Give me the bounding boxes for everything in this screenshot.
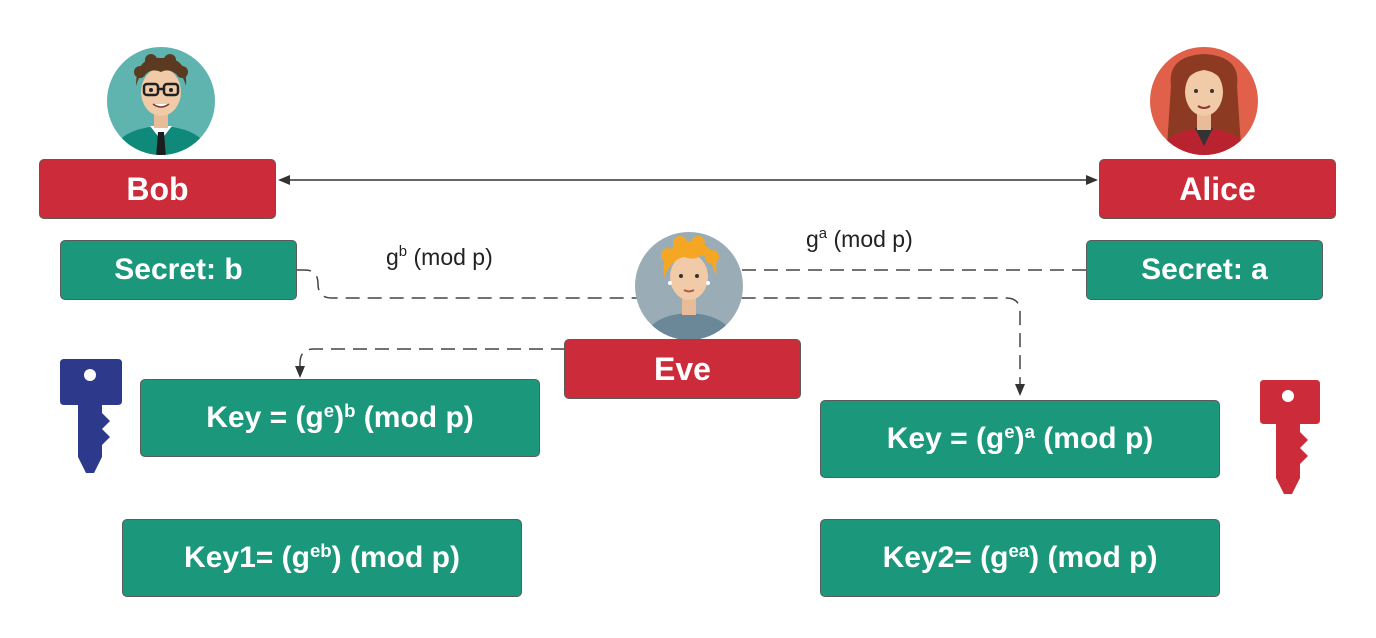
alice-name: Alice [1179, 170, 1256, 207]
bob-secret: Secret: b [114, 253, 243, 286]
bob-name-box: Bob [39, 159, 276, 219]
key2-box: Key2= (gea) (mod p) [820, 519, 1220, 597]
eve-name: Eve [654, 350, 711, 387]
alice-avatar-icon [1150, 47, 1258, 155]
bob-name: Bob [126, 170, 189, 207]
eve-avatar-icon [635, 232, 743, 340]
bob-key-box: Key = (ge)b (mod p) [140, 379, 540, 457]
alice-name-box: Alice [1099, 159, 1336, 219]
red-key-icon [1260, 380, 1320, 494]
bob-secret-box: Secret: b [60, 240, 297, 300]
alice-public-value-label: ga (mod p) [806, 225, 913, 252]
bob-public-value-label: gb (mod p) [386, 243, 493, 270]
alice-secret-box: Secret: a [1086, 240, 1323, 300]
eve-name-box: Eve [564, 339, 801, 399]
blue-key-icon [60, 359, 122, 473]
alice-secret: Secret: a [1141, 253, 1268, 286]
alice-key-box: Key = (ge)a (mod p) [820, 400, 1220, 478]
bob-to-alice-dashed-path [297, 269, 1025, 396]
bob-avatar-icon [107, 47, 215, 155]
eve-to-bob-key-dashed-path [295, 348, 565, 378]
key1-box: Key1= (geb) (mod p) [122, 519, 522, 597]
